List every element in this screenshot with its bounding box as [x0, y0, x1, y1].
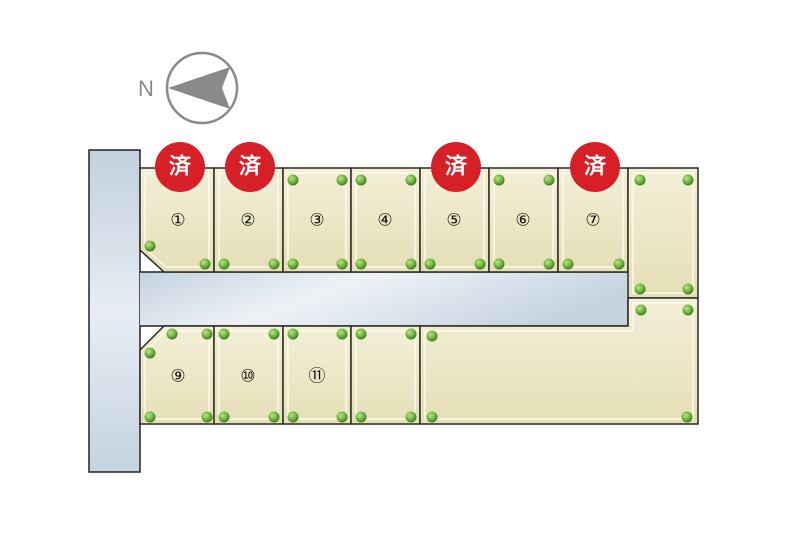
sold-label: 済 — [584, 154, 607, 180]
sold-label: 済 — [445, 154, 468, 180]
lot-4[interactable]: ④ — [350, 167, 421, 273]
lot-number: ⑥ — [515, 211, 530, 230]
lot-number: ④ — [377, 211, 392, 230]
sold-badge-lot-1: 済 — [155, 142, 205, 192]
lot-6[interactable]: ⑥ — [488, 167, 559, 273]
lot-number: ⑩ — [240, 367, 255, 386]
lot-number: ② — [240, 211, 255, 230]
lot-13[interactable] — [419, 297, 699, 425]
lot-number: ① — [170, 211, 185, 230]
north-compass: N — [138, 51, 239, 125]
sold-badge-lot-2: 済 — [225, 142, 275, 192]
lot-9[interactable]: ⑨ — [139, 325, 215, 425]
north-label: N — [138, 76, 154, 101]
sold-label: 済 — [239, 154, 262, 180]
lot-3[interactable]: ③ — [282, 167, 352, 273]
lot-number: ⑤ — [446, 211, 461, 230]
lot-11[interactable]: ⑪ — [282, 325, 352, 425]
main-road — [88, 149, 141, 473]
lot-8[interactable] — [627, 167, 699, 299]
lot-12[interactable] — [350, 325, 421, 425]
access-road — [140, 272, 630, 326]
sold-label: 済 — [169, 154, 192, 180]
compass-arrow-icon — [168, 67, 230, 109]
lot-number: ⑪ — [309, 367, 326, 386]
sold-badge-lot-7: 済 — [570, 142, 620, 192]
compass-circle-icon — [165, 51, 239, 125]
lot-number: ⑦ — [585, 211, 600, 230]
lot-number: ⑨ — [170, 367, 185, 386]
lot-10[interactable]: ⑩ — [213, 325, 284, 425]
lot-number: ③ — [309, 211, 324, 230]
sold-badge-lot-5: 済 — [431, 142, 481, 192]
